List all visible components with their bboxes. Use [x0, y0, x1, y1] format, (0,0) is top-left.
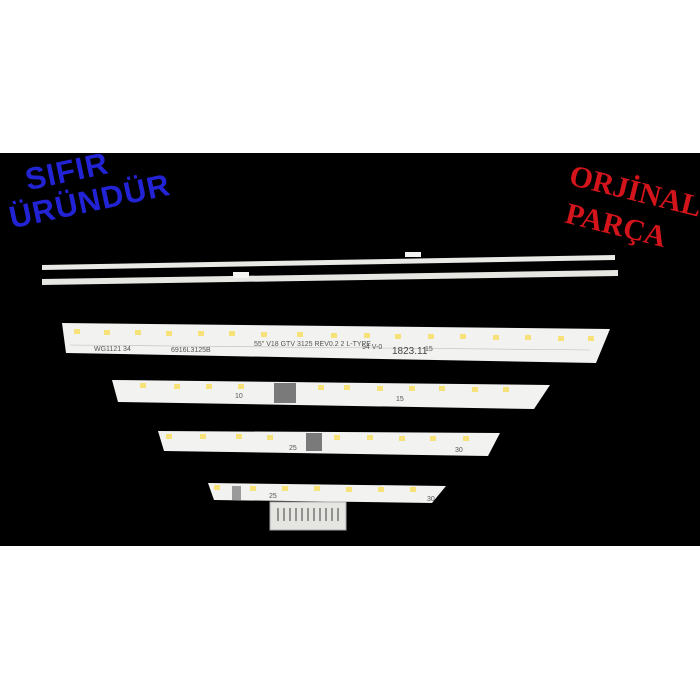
strip-part-number: 6916L3125B — [171, 347, 211, 354]
led-row-2 — [140, 383, 509, 392]
strip-adhesive-patch — [274, 383, 296, 403]
led-strip-small — [158, 431, 500, 456]
connector-pins — [277, 508, 339, 521]
strip-number-15a: 15 — [425, 346, 433, 353]
strip-number-25a: 25 — [289, 445, 297, 452]
led-row-1 — [74, 329, 594, 341]
led-strips-illustration — [42, 252, 618, 531]
strip-date-code: 1823.11 — [392, 346, 428, 357]
strip-number-10: 10 — [235, 393, 243, 400]
strip-number-30b: 30 — [427, 496, 435, 503]
strip-number-15b: 15 — [396, 396, 404, 403]
long-strip-2 — [42, 270, 618, 285]
strip-model-line: 55" V18 GTV 3125 REV0.2 2 L-TYPE — [254, 341, 371, 348]
led-strip-large — [62, 323, 610, 363]
product-photo: SIFIR ÜRÜNDÜR ORJİNAL PARÇA — [0, 153, 700, 546]
led-row-3 — [166, 434, 469, 441]
led-row-4 — [214, 485, 416, 492]
led-strip-medium — [112, 380, 550, 409]
strip-code-label: WG1121 34 — [94, 346, 131, 353]
strip-number-25b: 25 — [269, 493, 277, 500]
led-strip-connector — [208, 483, 446, 531]
long-strip-1 — [42, 252, 615, 270]
strip-number-30a: 30 — [455, 447, 463, 454]
strip-adhesive-patch-2 — [306, 433, 322, 451]
strip-cert-label: 94 V-0 — [362, 344, 383, 351]
